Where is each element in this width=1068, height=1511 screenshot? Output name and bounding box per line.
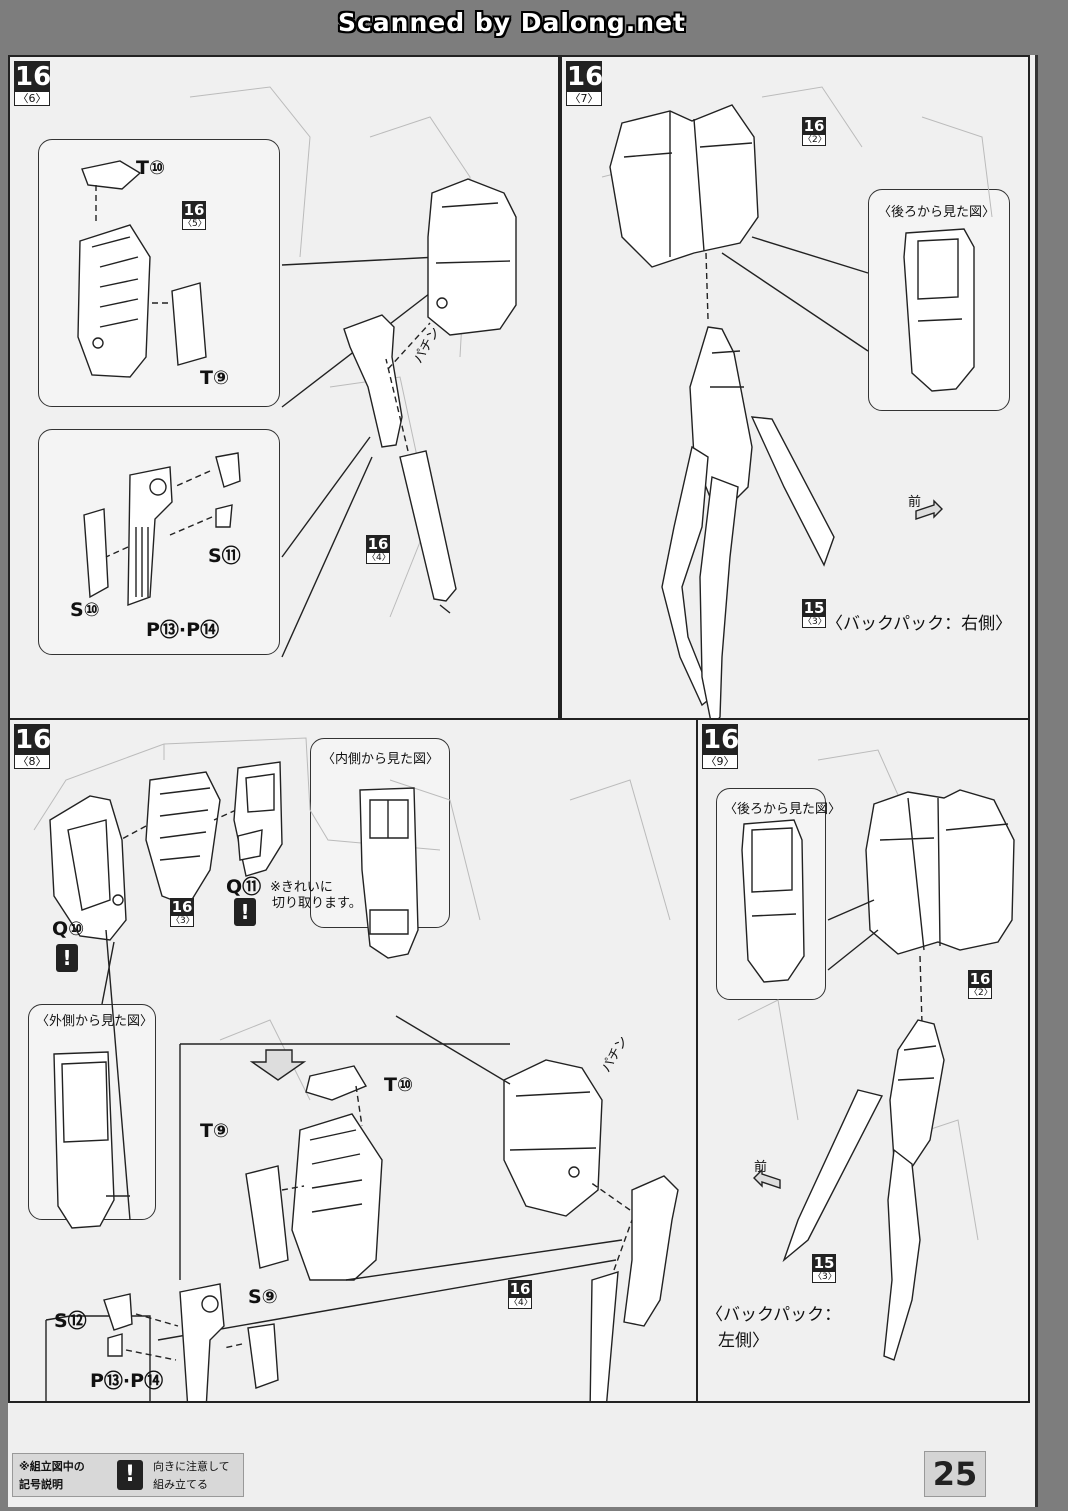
front-direction-label: 前 <box>754 1160 768 1175</box>
ref-15-3: 15 〈3〉 <box>812 1254 837 1283</box>
panel-step-16-7: 16 〈7〉 16 〈2〉 <box>560 55 1030 720</box>
legend-desc-1: 向きに注意して <box>153 1460 230 1473</box>
orientation-warning-icon: ! <box>56 944 78 972</box>
ref-sub: 〈4〉 <box>509 1298 533 1308</box>
part-p13-p14-label: P⑬·P⑭ <box>146 619 220 641</box>
ref-16-4: 16 〈4〉 <box>366 535 391 564</box>
ref-sub: 〈4〉 <box>367 553 391 563</box>
step-sub: 〈8〉 <box>17 755 47 768</box>
panel-6-drawing <box>77 86 517 658</box>
part-s9-label: S⑨ <box>248 1286 278 1308</box>
ref-number: 16 <box>509 1280 531 1298</box>
part-s10-label: S⑩ <box>70 599 100 621</box>
page-number: 25 <box>924 1451 986 1497</box>
cut-cleanly-note-2: 切り取ります。 <box>272 896 362 911</box>
part-s12-label: S⑫ <box>54 1310 87 1332</box>
ref-number: 16 <box>969 970 991 988</box>
step-badge: 16 〈7〉 <box>566 61 604 106</box>
part-p13-p14-label: P⑬·P⑭ <box>90 1370 164 1392</box>
part-t9-label: T⑨ <box>200 1120 230 1142</box>
ref-15-3: 15 〈3〉 <box>802 599 827 628</box>
panel-step-16-8: 16 〈8〉 <box>8 718 698 1403</box>
step-number: 16 <box>703 725 740 755</box>
view-from-back-label: 〈後ろから見た図〉 <box>724 802 842 817</box>
part-t10-label: T⑩ <box>136 157 166 179</box>
legend-title-1: ※組立図中の <box>19 1460 85 1473</box>
backpack-right-caption: 〈バックパック：右側〉 <box>826 614 1013 634</box>
ref-sub: 〈3〉 <box>803 617 827 627</box>
legend-warning-icon: ! <box>117 1460 143 1490</box>
panel-8-drawing <box>33 737 679 1401</box>
ref-sub: 〈2〉 <box>803 135 827 145</box>
part-q11-label: Q⑪ <box>226 876 262 898</box>
ref-sub: 〈2〉 <box>969 988 993 998</box>
legend-desc-2: 組み立てる <box>153 1478 208 1491</box>
ref-number: 16 <box>803 117 825 135</box>
ref-sub: 〈3〉 <box>171 916 195 926</box>
ref-16-5: 16 〈5〉 <box>182 201 207 230</box>
step-number: 16 <box>567 62 604 92</box>
ref-16-2: 16 〈2〉 <box>802 117 827 146</box>
cut-cleanly-note-1: ※きれいに <box>270 880 333 895</box>
ref-number: 16 <box>367 535 389 553</box>
ref-number: 16 <box>171 898 193 916</box>
symbol-legend: ※組立図中の 記号説明 ! 向きに注意して 組み立てる <box>12 1453 244 1497</box>
ref-number: 15 <box>813 1254 835 1272</box>
part-q10-label: Q⑩ <box>52 918 85 940</box>
ref-number: 16 <box>183 201 205 219</box>
scanner-credit: Scanned by Dalong.net <box>337 8 686 37</box>
ref-sub: 〈5〉 <box>183 219 207 229</box>
step-badge: 16 〈6〉 <box>14 61 52 106</box>
panel-step-16-6: 16 〈6〉 <box>8 55 560 720</box>
ref-16-4: 16 〈4〉 <box>508 1280 533 1309</box>
step-badge: 16 〈8〉 <box>14 724 52 769</box>
step-number: 16 <box>15 62 52 92</box>
part-t9-label: T⑨ <box>200 367 230 389</box>
ref-16-3: 16 〈3〉 <box>170 898 195 927</box>
step-badge: 16 〈9〉 <box>702 724 740 769</box>
panel-7-drawing <box>601 86 993 718</box>
front-direction-label: 前 <box>908 495 922 510</box>
backpack-left-caption-2: 左側〉 <box>718 1331 769 1351</box>
step-sub: 〈6〉 <box>17 92 47 105</box>
part-t10-label: T⑩ <box>384 1074 414 1096</box>
part-s11-label: S⑪ <box>208 545 241 567</box>
view-from-back-label: 〈後ろから見た図〉 <box>878 205 996 220</box>
instruction-page: 16 〈6〉 <box>8 55 1038 1507</box>
ref-16-2: 16 〈2〉 <box>968 970 993 999</box>
step-sub: 〈9〉 <box>705 755 735 768</box>
ref-number: 15 <box>803 599 825 617</box>
step-number: 16 <box>15 725 52 755</box>
panel-step-16-9: 16 〈9〉 〈後ろから見た図〉 16 〈2〉 <box>696 718 1030 1403</box>
legend-title-2: 記号説明 <box>19 1478 63 1491</box>
orientation-warning-icon: ! <box>234 898 256 926</box>
backpack-left-caption-1: 〈バックパック： <box>706 1305 842 1325</box>
inner-view-label: 〈内側から見た図〉 <box>322 752 440 767</box>
outer-view-label: 〈外側から見た図〉 <box>36 1014 154 1029</box>
ref-sub: 〈3〉 <box>813 1272 837 1282</box>
step-sub: 〈7〉 <box>569 92 599 105</box>
panel-9-drawing <box>737 749 1015 1361</box>
inset-head-cap <box>38 139 280 407</box>
